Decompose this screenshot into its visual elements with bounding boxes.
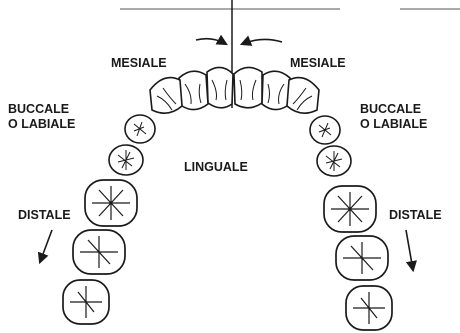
tooth-incisor-lateral-right	[262, 71, 290, 109]
tooth-molar-third-left	[63, 280, 109, 324]
tooth-premolar-first-left	[125, 115, 155, 143]
tooth-molar-third-right	[346, 286, 392, 330]
tooth-molar-first-right	[324, 186, 376, 232]
tooth-canine-right	[287, 78, 319, 114]
distal-arrow-left	[40, 230, 52, 262]
tooth-incisor-central-left	[207, 67, 233, 107]
label-lingual: LINGUALE	[184, 160, 248, 175]
distal-arrow-right	[406, 230, 413, 270]
tooth-incisor-central-right	[234, 67, 262, 107]
mesial-arrow-right	[242, 39, 282, 44]
label-buccal-right-line2: O LABIALE	[360, 117, 427, 132]
tooth-molar-second-left	[73, 230, 125, 274]
label-buccal-right-line1: BUCCALE	[360, 102, 427, 117]
tooth-molar-second-right	[336, 236, 388, 280]
label-buccal-left: BUCCALE O LABIALE	[8, 102, 75, 132]
tooth-molar-first-left	[85, 180, 137, 226]
tooth-premolar-second-left	[109, 145, 143, 175]
label-mesial-left: MESIALE	[111, 56, 167, 71]
label-mesial-right: MESIALE	[290, 56, 346, 71]
tooth-incisor-lateral-left	[179, 71, 208, 109]
tooth-premolar-second-right	[317, 146, 351, 176]
label-distal-left: DISTALE	[18, 208, 71, 223]
label-buccal-left-line2: O LABIALE	[8, 117, 75, 132]
tooth-premolar-first-right	[310, 116, 340, 144]
mesial-arrow-left	[196, 39, 226, 44]
tooth-canine-left	[150, 78, 182, 114]
label-buccal-right: BUCCALE O LABIALE	[360, 102, 427, 132]
label-distal-right: DISTALE	[389, 208, 442, 223]
label-buccal-left-line1: BUCCALE	[8, 102, 75, 117]
